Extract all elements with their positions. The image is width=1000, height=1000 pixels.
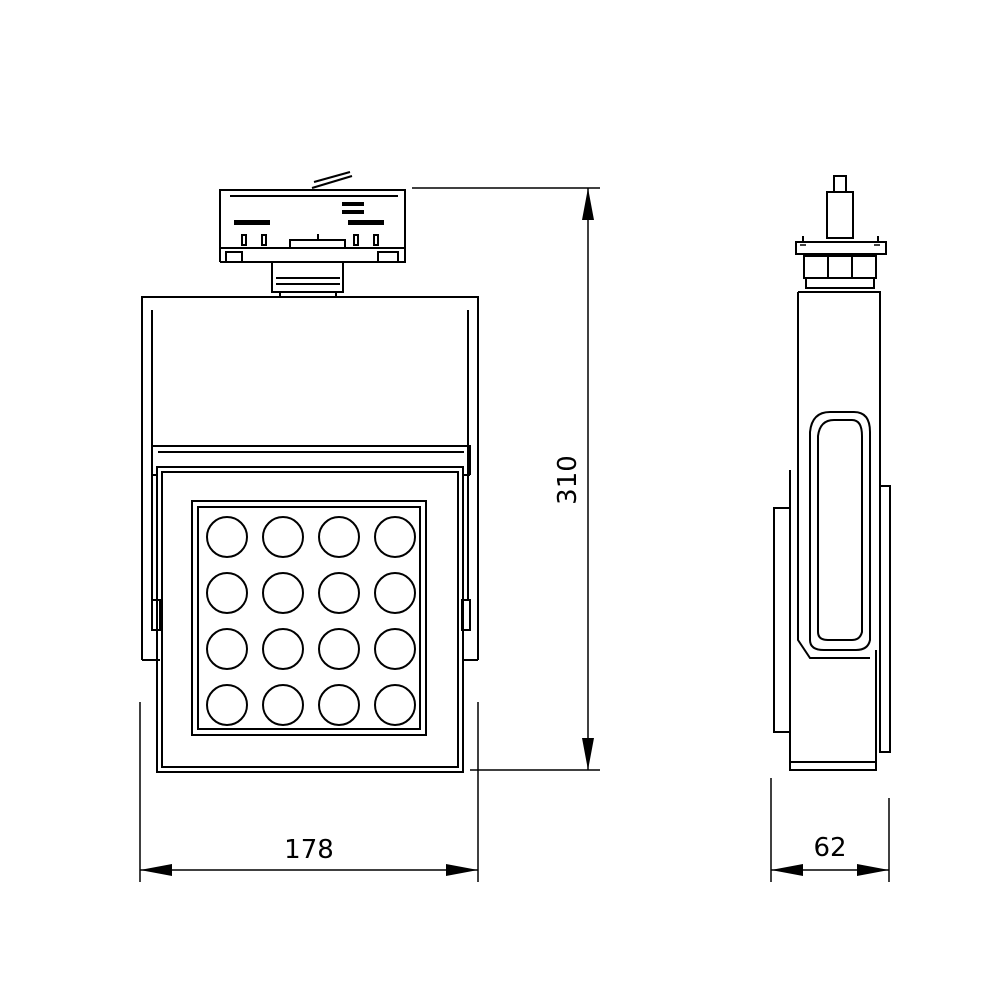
led-lens bbox=[319, 685, 359, 725]
lamp-head bbox=[152, 446, 470, 772]
led-lens bbox=[319, 517, 359, 557]
led-lens bbox=[375, 629, 415, 669]
led-lens bbox=[375, 573, 415, 613]
depth-dimension: 62 bbox=[771, 778, 889, 882]
track-adapter bbox=[220, 172, 405, 262]
led-lens bbox=[263, 629, 303, 669]
led-lens bbox=[207, 629, 247, 669]
side-connector bbox=[796, 176, 886, 292]
width-label: 178 bbox=[284, 835, 334, 865]
led-lens bbox=[207, 573, 247, 613]
led-lens bbox=[207, 685, 247, 725]
led-lens-grid bbox=[207, 517, 415, 725]
height-label: 310 bbox=[553, 455, 583, 505]
led-lens bbox=[319, 629, 359, 669]
mount-neck bbox=[272, 262, 343, 297]
led-lens bbox=[263, 517, 303, 557]
height-dimension: 310 bbox=[412, 188, 600, 770]
width-dimension: 178 bbox=[140, 702, 478, 882]
led-lens bbox=[263, 573, 303, 613]
depth-label: 62 bbox=[813, 833, 846, 863]
front-view: 178 310 bbox=[140, 172, 600, 882]
led-lens bbox=[375, 517, 415, 557]
led-lens bbox=[319, 573, 359, 613]
side-yoke bbox=[798, 292, 880, 650]
led-lens bbox=[375, 685, 415, 725]
led-lens bbox=[207, 517, 247, 557]
side-view: 62 bbox=[771, 176, 890, 882]
led-lens bbox=[263, 685, 303, 725]
side-head bbox=[774, 470, 890, 770]
